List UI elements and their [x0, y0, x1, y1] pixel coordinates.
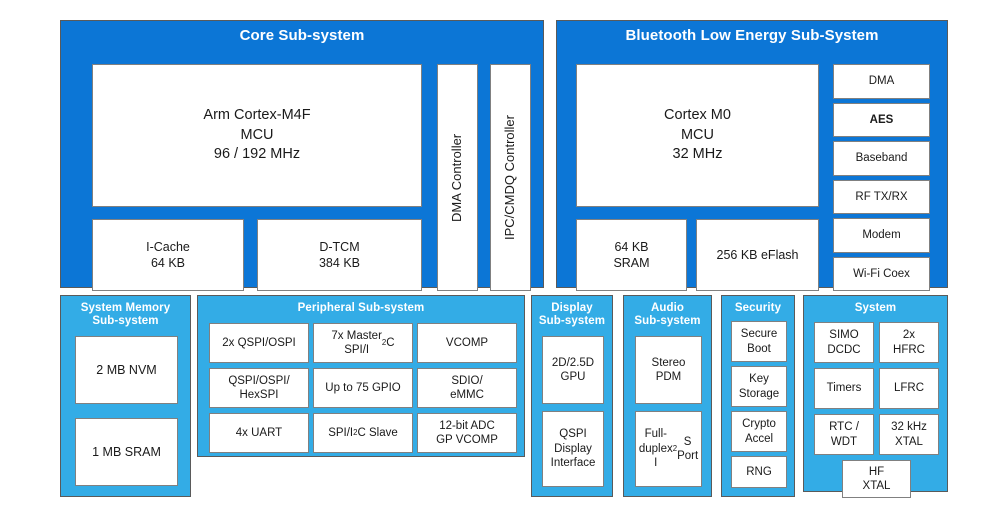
panel-security: Security Secure Boot Key Storage Crypto …: [721, 295, 795, 497]
block-peripheral-2x-qspi-ospi: 2x QSPI/OSPI: [209, 323, 309, 363]
block-system-simo-dcdc: SIMO DCDC: [814, 322, 874, 363]
block-ble-baseband: Baseband: [833, 141, 930, 176]
block-peripheral-vcomp: VCOMP: [417, 323, 517, 363]
peripheral-subsystem-title: Peripheral Sub-system: [297, 302, 425, 314]
block-rng: RNG: [731, 456, 787, 488]
block-cortex-m0-mcu: Cortex M0 MCU 32 MHz: [576, 64, 819, 207]
block-ble-aes: AES: [833, 102, 930, 137]
block-i-cache: I-Cache 64 KB: [92, 219, 244, 291]
block-ble-dma: DMA: [833, 64, 930, 99]
block-system-hf-xtal: HF XTAL: [842, 460, 911, 498]
block-crypto-accel: Crypto Accel: [731, 411, 787, 452]
panel-system-memory-subsystem: System Memory Sub-system 2 MB NVM 1 MB S…: [60, 295, 191, 497]
system-title: System: [854, 302, 897, 314]
audio-subsystem-title: Audio Sub-system: [634, 302, 701, 327]
block-system-lfrc: LFRC: [879, 368, 939, 409]
block-qspi-display-interface: QSPI Display Interface: [542, 411, 604, 487]
block-dma-controller: DMA Controller: [437, 64, 478, 291]
block-key-storage: Key Storage: [731, 366, 787, 407]
block-peripheral-sdio-emmc: SDIO/ eMMC: [417, 368, 517, 408]
block-system-32-khz-xtal: 32 kHz XTAL: [879, 414, 939, 455]
block-ble-wi-fi-coex: Wi-Fi Coex: [833, 256, 930, 291]
core-subsystem-title: Core Sub-system: [239, 27, 365, 44]
ble-subsystem-title: Bluetooth Low Energy Sub-System: [625, 27, 879, 44]
block-secure-boot: Secure Boot: [731, 321, 787, 362]
block-ble-rf-tx-rx: RF TX/RX: [833, 179, 930, 214]
block-peripheral-up-to-75-gpio: Up to 75 GPIO: [313, 368, 413, 408]
block-ble-modem: Modem: [833, 218, 930, 253]
block-peripheral-4x-uart: 4x UART: [209, 413, 309, 453]
panel-ble-subsystem: Bluetooth Low Energy Sub-System Cortex M…: [556, 20, 948, 291]
block-ble-sram: 64 KB SRAM: [576, 219, 687, 291]
panel-core-subsystem: Core Sub-system Arm Cortex-M4F MCU 96 / …: [60, 20, 544, 291]
block-system-rtc-wdt: RTC / WDT: [814, 414, 874, 455]
block-system-timers: Timers: [814, 368, 874, 409]
block-ble-eflash: 256 KB eFlash: [696, 219, 819, 291]
block-system-2x-hfrc: 2x HFRC: [879, 322, 939, 363]
block-d-tcm: D-TCM 384 KB: [257, 219, 422, 291]
block-stereo-pdm: Stereo PDM: [635, 336, 702, 404]
block-2d-25d-gpu: 2D/2.5D GPU: [542, 336, 604, 404]
block-ipc-cmdq-controller: IPC/CMDQ Controller: [490, 64, 531, 291]
block-peripheral-12-bit-adc-gp-vcomp: 12-bit ADC GP VCOMP: [417, 413, 517, 453]
block-arm-cortex-m4f-mcu: Arm Cortex-M4F MCU 96 / 192 MHz: [92, 64, 422, 207]
security-title: Security: [734, 302, 782, 314]
block-peripheral-qspi-ospi-hexspi: QSPI/OSPI/ HexSPI: [209, 368, 309, 408]
block-2mb-nvm: 2 MB NVM: [75, 336, 178, 404]
display-subsystem-title: Display Sub-system: [538, 302, 606, 327]
panel-display-subsystem: Display Sub-system 2D/2.5D GPU QSPI Disp…: [531, 295, 613, 497]
block-1mb-sram: 1 MB SRAM: [75, 418, 178, 486]
system-memory-subsystem-title: System Memory Sub-system: [80, 302, 171, 327]
